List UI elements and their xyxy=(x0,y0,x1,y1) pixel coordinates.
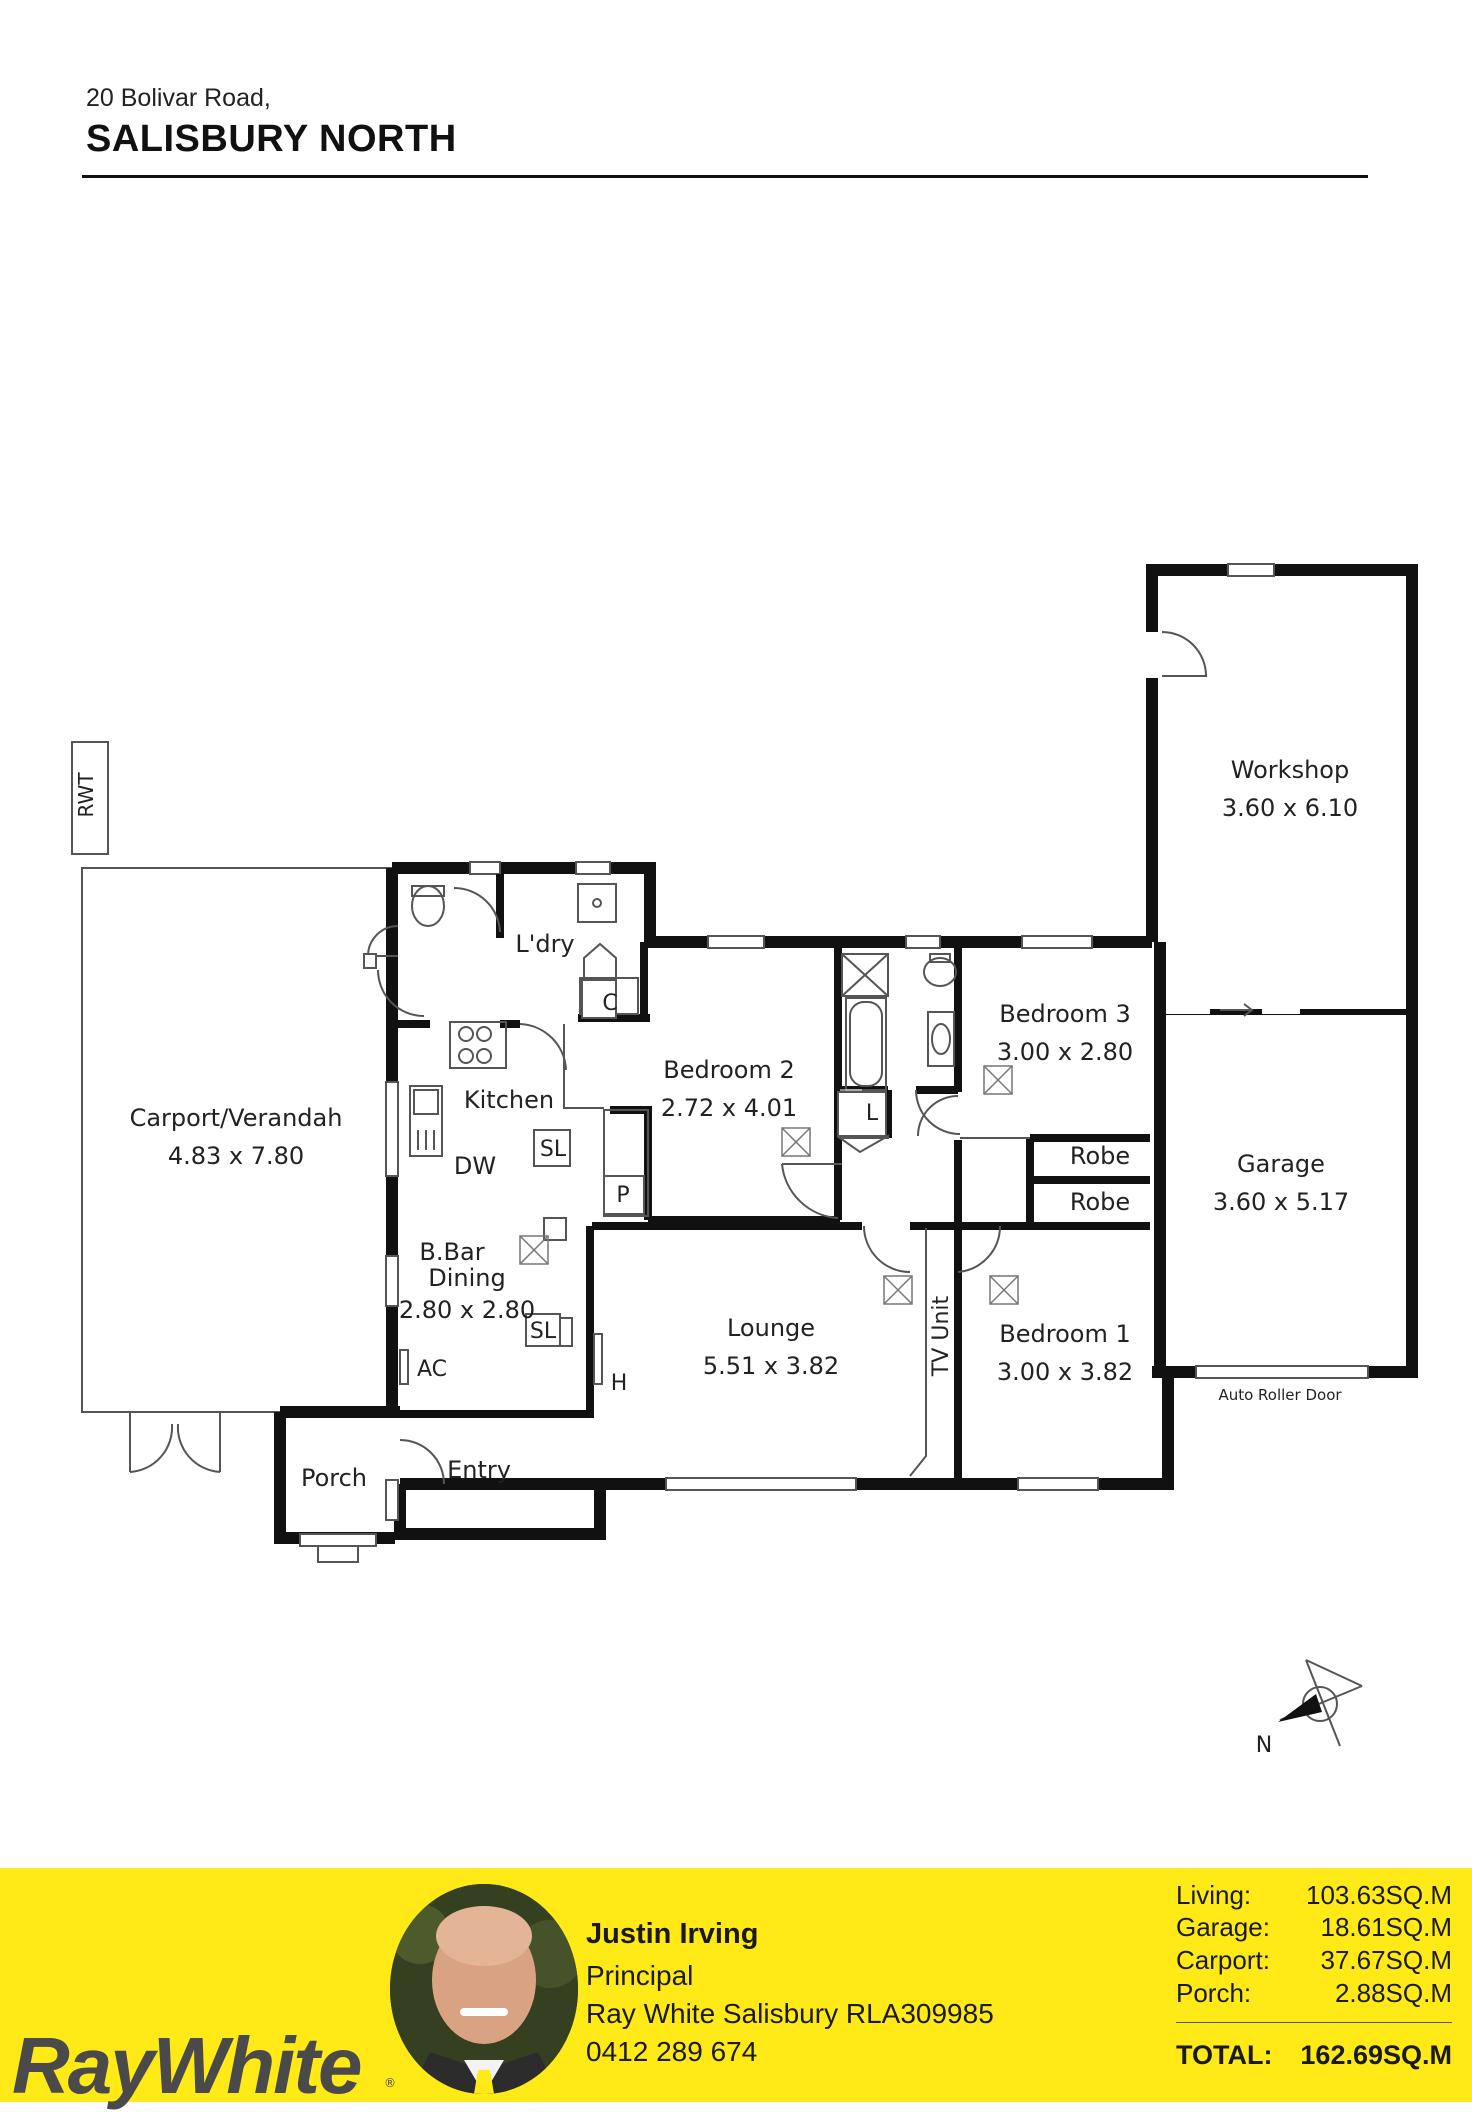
skylight-kitchen: SL xyxy=(540,1137,567,1162)
laundry-name: L'dry xyxy=(515,930,574,958)
north-compass-icon xyxy=(1278,1659,1363,1747)
tv-unit-label: TV Unit xyxy=(929,1295,954,1377)
bedroom3-name: Bedroom 3 xyxy=(999,1000,1130,1028)
cupboard-label: C xyxy=(602,991,617,1016)
workshop-window xyxy=(1227,563,1275,577)
workshop-door xyxy=(1161,631,1208,677)
carport-dims: 4.83 x 7.80 xyxy=(168,1142,304,1170)
interior-walls xyxy=(398,874,1150,1478)
porch-name: Porch xyxy=(301,1464,367,1492)
robe-bedroom3: Robe xyxy=(1070,1142,1130,1170)
roller-door-label: Auto Roller Door xyxy=(1218,1386,1342,1404)
linen-label: L xyxy=(866,1101,879,1126)
total-area: 162.69SQ.M xyxy=(1300,2040,1452,2070)
total-label: TOTAL: xyxy=(1176,2040,1273,2070)
workshop-garage-walls xyxy=(1146,564,1418,1378)
agent-photo xyxy=(390,1884,578,2094)
workshop-dims: 3.60 x 6.10 xyxy=(1222,794,1358,822)
entry-name: Entry xyxy=(447,1456,511,1484)
lounge-name: Lounge xyxy=(727,1314,815,1342)
skylight-dining: SL xyxy=(530,1319,557,1344)
kitchen-name: Kitchen xyxy=(464,1086,554,1114)
registered-mark: ® xyxy=(384,2076,396,2090)
carport-gate-right xyxy=(176,1412,221,1473)
address-street: 20 Bolivar Road, xyxy=(86,84,271,112)
agent-phone: 0412 289 674 xyxy=(586,2036,758,2067)
bedroom3-dims: 3.00 x 2.80 xyxy=(997,1038,1133,1066)
agent-office: Ray White Salisbury RLA309985 xyxy=(586,1998,994,2029)
dishwasher-label: DW xyxy=(454,1152,496,1180)
garage-label: Garage: xyxy=(1176,1912,1270,1942)
rwt-label: RWT xyxy=(74,772,98,818)
house-exterior-walls xyxy=(274,862,1174,1544)
dining-name-2: Dining xyxy=(428,1264,505,1292)
floor-plan: RWT xyxy=(71,563,1418,1758)
porch-area: 2.88SQ.M xyxy=(1334,1978,1452,2008)
bedroom2-dims: 2.72 x 4.01 xyxy=(661,1094,797,1122)
living-area: 103.63SQ.M xyxy=(1306,1880,1452,1910)
ac-label: AC xyxy=(417,1357,447,1382)
agent-title: Principal xyxy=(586,1960,694,1991)
door-swings xyxy=(367,886,1002,1485)
carport-gate-left xyxy=(129,1412,174,1473)
heater-label: H xyxy=(611,1371,628,1396)
raywhite-logo: RayWhite xyxy=(12,2021,362,2110)
carport-name: Carport/Verandah xyxy=(130,1104,343,1132)
bedroom2-name: Bedroom 2 xyxy=(663,1056,794,1084)
carport-outline xyxy=(81,867,392,1413)
garage-dims: 3.60 x 5.17 xyxy=(1213,1188,1349,1216)
roller-door xyxy=(1195,1365,1369,1379)
agent-name: Justin Irving xyxy=(586,1918,759,1950)
north-label: N xyxy=(1256,1733,1272,1758)
robe-bedroom1: Robe xyxy=(1070,1188,1130,1216)
porch-label: Porch: xyxy=(1176,1978,1252,2008)
workshop-name: Workshop xyxy=(1231,756,1349,784)
bedroom1-dims: 3.00 x 3.82 xyxy=(997,1358,1133,1386)
rainwater-tank xyxy=(71,741,109,855)
garage-name: Garage xyxy=(1237,1150,1325,1178)
bedroom1-name: Bedroom 1 xyxy=(999,1320,1130,1348)
pantry-label: P xyxy=(616,1183,629,1208)
dining-name-1: B.Bar xyxy=(419,1238,484,1266)
fixtures xyxy=(363,883,957,1385)
carport-label: Carport: xyxy=(1176,1945,1270,1975)
total-divider xyxy=(1176,2022,1452,2023)
garage-area: 18.61SQ.M xyxy=(1320,1912,1452,1942)
address-suburb: SALISBURY NORTH xyxy=(86,118,457,160)
carport-area: 37.67SQ.M xyxy=(1320,1945,1452,1975)
lounge-dims: 5.51 x 3.82 xyxy=(703,1352,839,1380)
living-label: Living: xyxy=(1176,1880,1252,1910)
agent-footer: RayWhite ® Justin Irving Principal Ray W… xyxy=(0,1868,1472,2110)
dining-dims: 2.80 x 2.80 xyxy=(399,1296,535,1324)
header-divider xyxy=(82,175,1368,178)
